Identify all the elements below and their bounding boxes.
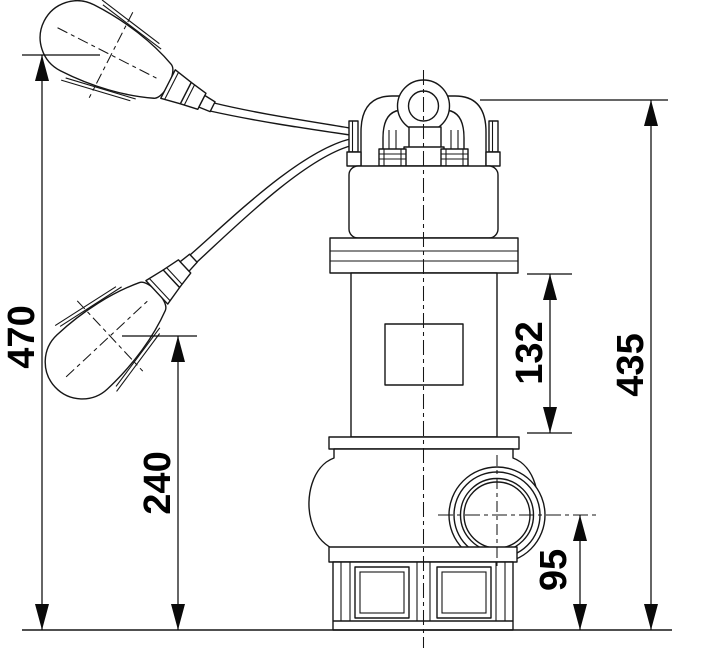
cable-gland-left (378, 130, 407, 167)
dimension-240: 240 (122, 335, 197, 630)
dimension-470: 470 (1, 54, 100, 630)
dimension-435: 435 (480, 99, 668, 630)
dim-label-95: 95 (533, 549, 575, 591)
dim-label-240: 240 (137, 451, 179, 514)
dimension-95: 95 (533, 515, 587, 630)
dim-label-470: 470 (1, 305, 43, 368)
dim-label-435: 435 (610, 333, 652, 396)
centerlines (422, 70, 600, 648)
lower-float-switch (21, 222, 227, 423)
cable-gland-right (440, 130, 469, 167)
upper-float-switch (21, 0, 236, 151)
cable-clamp-left (346, 120, 362, 167)
cable-clamp-right (485, 120, 501, 167)
dim-label-132: 132 (509, 321, 551, 384)
dimension-132: 132 (509, 273, 572, 434)
float-cables (189, 102, 351, 263)
